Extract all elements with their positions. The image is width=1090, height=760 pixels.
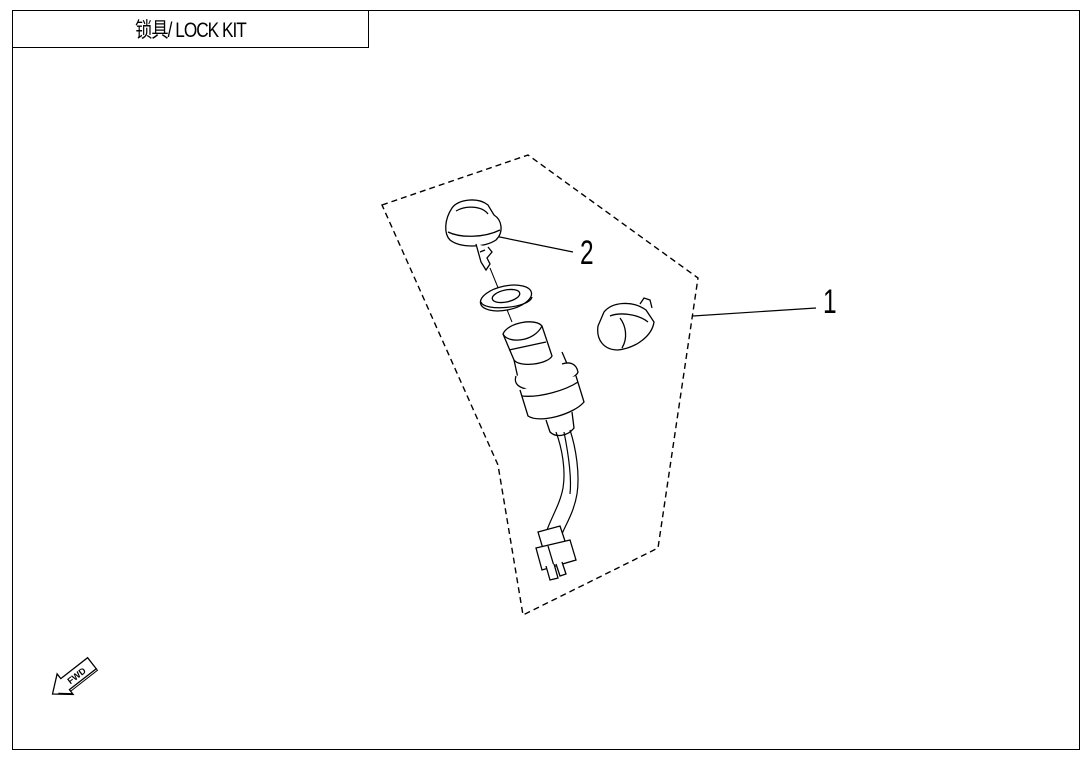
lock-washer: [479, 284, 533, 312]
forward-arrow-icon: FWD: [51, 656, 99, 696]
callout-1: 1: [823, 283, 837, 321]
page-title: 锁具/ LOCK KIT: [135, 19, 247, 42]
lock-cylinder: [502, 321, 585, 437]
drawing-frame: [12, 10, 1080, 750]
assembly-dashed-outline: [381, 154, 699, 617]
wire-harness: [546, 429, 579, 535]
lock-cap: [597, 297, 655, 351]
callout-2: 2: [580, 234, 594, 272]
leader-line-1: [692, 307, 817, 317]
title-box: 锁具/ LOCK KIT: [12, 10, 369, 48]
wire-connector: [535, 525, 577, 581]
ignition-key: [445, 199, 502, 272]
